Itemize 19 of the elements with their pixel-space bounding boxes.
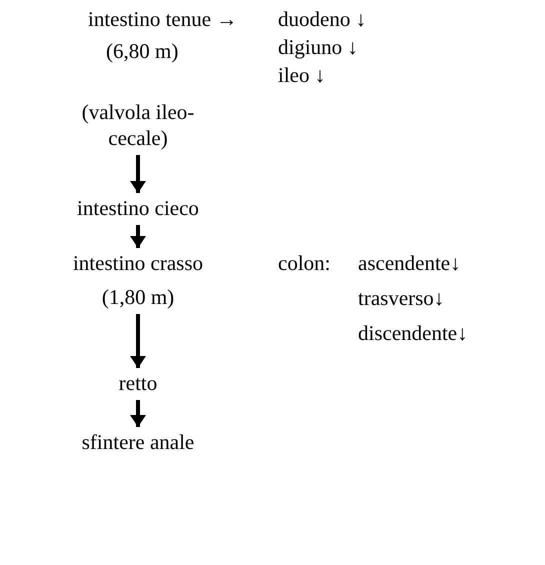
measure-text: (1,80 m) [100, 284, 176, 310]
organ-label: sfintere anale [82, 429, 194, 455]
arrow [130, 155, 146, 193]
organ-label: (valvola ileo-cecale) [80, 99, 196, 151]
organ-label: intestino cieco [77, 195, 199, 221]
arrow [130, 225, 146, 248]
organ-label: retto [118, 370, 158, 396]
segment-label: trasverso↓ [358, 285, 444, 311]
segment-label: duodeno ↓ [278, 6, 366, 32]
arrow [130, 400, 146, 427]
segment-label: colon: [278, 250, 330, 276]
segment-label: ascendente↓ [358, 250, 461, 276]
segment-label: digiuno ↓ [278, 34, 358, 60]
arrow [130, 314, 146, 368]
organ-label: intestino tenue → [88, 6, 238, 32]
segment-label: ileo ↓ [278, 62, 326, 88]
measure-text: (6,80 m) [106, 38, 178, 64]
organ-label: intestino crasso [72, 250, 204, 276]
segment-label: discendente↓ [358, 320, 468, 346]
